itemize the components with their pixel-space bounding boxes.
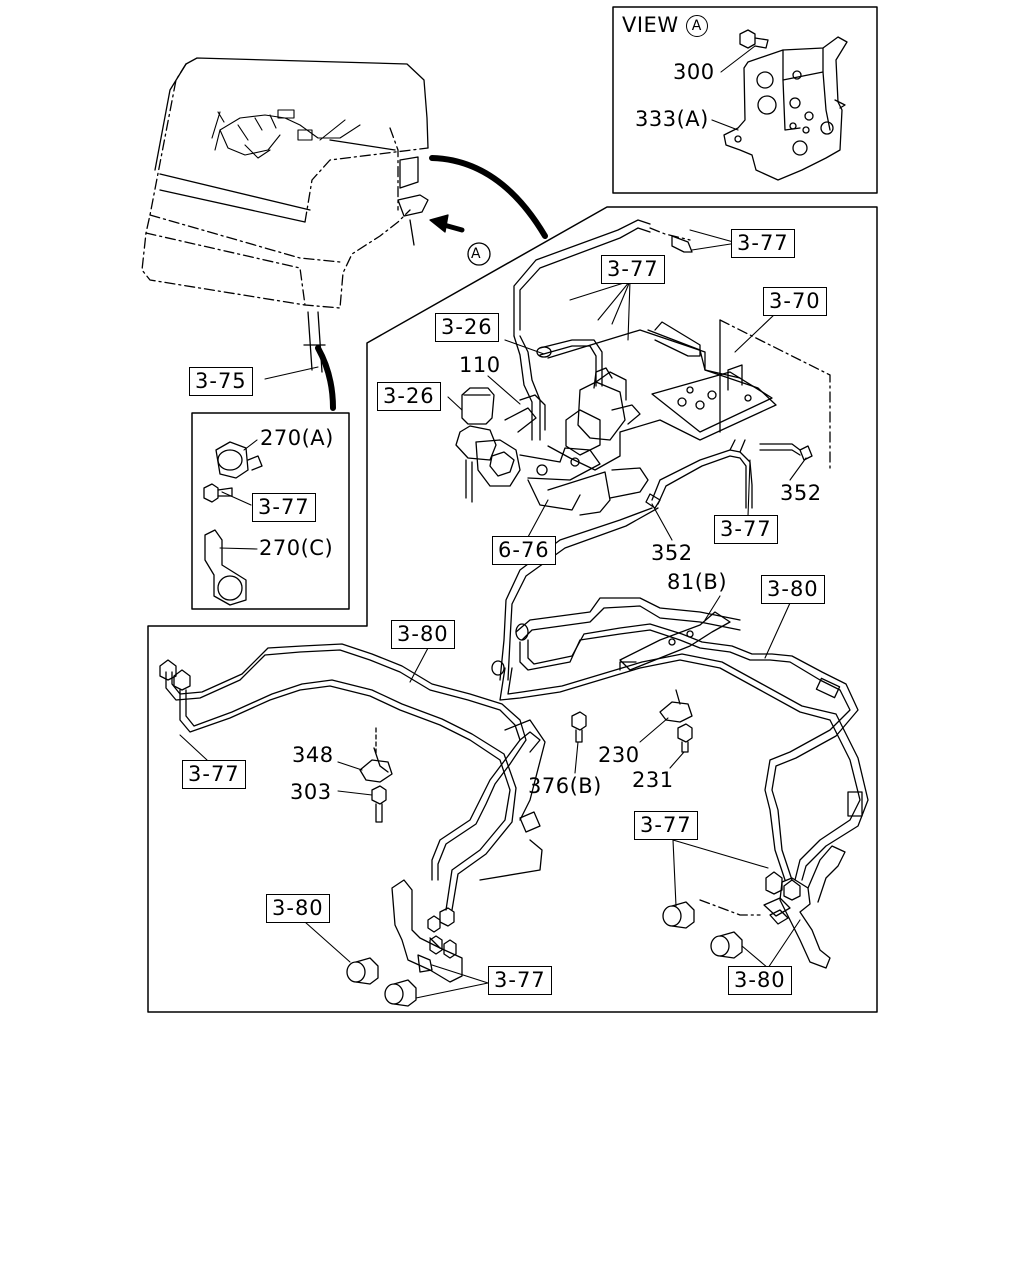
callout-3-77-lowright: 3-77 bbox=[634, 811, 698, 840]
callout-3-26-lower: 3-26 bbox=[377, 382, 441, 411]
clamp-348 bbox=[359, 727, 393, 783]
callout-352-right: 352 bbox=[780, 481, 822, 505]
callout-3-80-lowright: 3-80 bbox=[728, 966, 792, 995]
callout-270c: 270(C) bbox=[259, 536, 334, 560]
body-marker-circle bbox=[467, 242, 491, 266]
curved-arrow-bottom bbox=[315, 345, 336, 411]
clip-270a bbox=[215, 441, 263, 479]
right-pipe bbox=[645, 439, 813, 509]
upper-piping bbox=[513, 219, 693, 441]
callout-3-77-clip: 3-77 bbox=[252, 493, 316, 522]
bolt-231 bbox=[677, 723, 693, 753]
view-a-title: VIEW A bbox=[622, 15, 708, 37]
clip-270c bbox=[204, 529, 247, 606]
leader-lines bbox=[179, 45, 807, 999]
callout-3-80-right: 3-80 bbox=[761, 575, 825, 604]
callout-352-left: 352 bbox=[651, 541, 693, 565]
left-valve bbox=[455, 387, 649, 516]
bolt-3-77-inset bbox=[203, 483, 233, 503]
view-a-frame bbox=[612, 6, 878, 194]
view-a-arrow bbox=[429, 214, 465, 233]
main-frame bbox=[147, 206, 878, 1013]
callout-6-76: 6-76 bbox=[492, 536, 556, 565]
callout-348: 348 bbox=[292, 743, 334, 767]
clip-inset-frame bbox=[191, 412, 350, 610]
cab-outline bbox=[141, 57, 429, 373]
callout-3-77-mid: 3-77 bbox=[601, 255, 665, 284]
callout-3-26-upper: 3-26 bbox=[435, 313, 499, 342]
valve-plate bbox=[547, 319, 831, 471]
callout-3-77-top: 3-77 bbox=[731, 229, 795, 258]
callout-231: 231 bbox=[632, 768, 674, 792]
callout-303: 303 bbox=[290, 780, 332, 804]
bolt-303 bbox=[371, 785, 387, 823]
fitting-380-lowright bbox=[710, 931, 743, 959]
view-label: VIEW bbox=[622, 13, 679, 37]
bolt-300 bbox=[739, 29, 769, 49]
fitting-377-lowright bbox=[662, 901, 695, 929]
callout-3-80-left: 3-80 bbox=[391, 620, 455, 649]
view-a-bracket bbox=[723, 36, 848, 181]
fitting-380-left bbox=[346, 957, 379, 985]
callout-3-77-bottom: 3-77 bbox=[488, 966, 552, 995]
valve-body bbox=[565, 367, 641, 456]
callout-376b: 376(B) bbox=[528, 774, 602, 798]
clamp-230 bbox=[659, 689, 693, 723]
left-lower-pipes bbox=[159, 643, 546, 911]
cab-harness bbox=[211, 109, 361, 159]
strap-81b bbox=[619, 611, 731, 671]
callout-230: 230 bbox=[598, 743, 640, 767]
callout-3-80-lowleft: 3-80 bbox=[266, 894, 330, 923]
callout-81b: 81(B) bbox=[667, 570, 728, 594]
callout-3-75: 3-75 bbox=[189, 367, 253, 396]
callout-300: 300 bbox=[673, 60, 715, 84]
callout-333a: 333(A) bbox=[635, 107, 709, 131]
curved-arrow-top bbox=[429, 155, 548, 239]
callout-3-77-right: 3-77 bbox=[714, 515, 778, 544]
callout-270a: 270(A) bbox=[260, 426, 334, 450]
view-marker: A bbox=[685, 15, 708, 37]
bolt-376b bbox=[571, 711, 587, 743]
callout-3-77-left: 3-77 bbox=[182, 760, 246, 789]
callout-110: 110 bbox=[459, 353, 501, 377]
callout-3-70: 3-70 bbox=[763, 287, 827, 316]
mid-pipes bbox=[491, 507, 869, 881]
lower-right-bracket bbox=[699, 845, 846, 969]
fitting-377-bottom bbox=[384, 979, 417, 1007]
lower-left-bracket bbox=[391, 879, 463, 983]
body-marker: A bbox=[471, 246, 482, 262]
